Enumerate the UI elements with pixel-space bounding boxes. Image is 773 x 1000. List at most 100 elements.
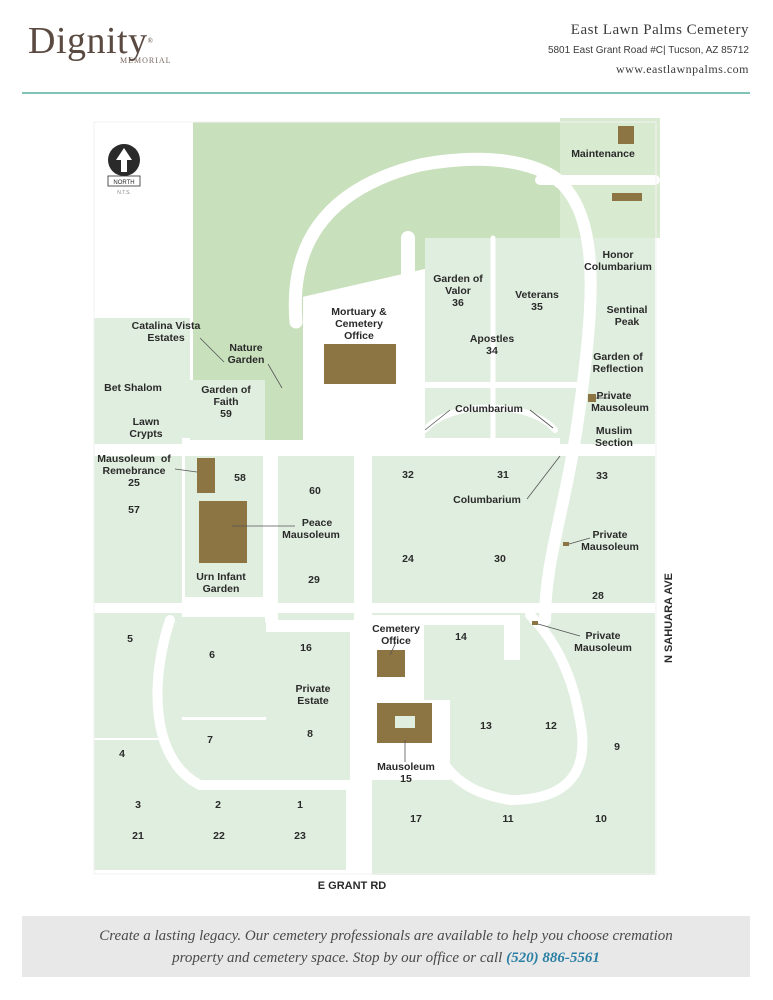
- label-mausoleum15-1[interactable]: Mausoleum: [377, 761, 435, 773]
- label-cem-office-2[interactable]: Office: [381, 635, 411, 647]
- logo-text: Dignity: [28, 20, 148, 62]
- section-labels: Maintenance Honor Columbarium Garden of …: [97, 148, 652, 842]
- road-label-n-sahuara-ave: N SAHUARA AVE: [663, 573, 675, 663]
- label-faith-3[interactable]: 59: [220, 408, 232, 420]
- lawn-sections: [94, 238, 655, 875]
- label-section-4[interactable]: 4: [119, 748, 125, 760]
- leader-columbarium-1: [424, 409, 554, 431]
- label-section-1[interactable]: 1: [297, 799, 303, 811]
- label-section-2[interactable]: 2: [215, 799, 221, 811]
- label-section-10[interactable]: 10: [595, 813, 607, 825]
- label-section-60[interactable]: 60: [309, 485, 321, 497]
- label-section-7[interactable]: 7: [207, 734, 213, 746]
- label-section-13[interactable]: 13: [480, 720, 492, 732]
- label-section-5[interactable]: 5: [127, 633, 133, 645]
- label-catalina-2[interactable]: Estates: [147, 332, 185, 344]
- compass-label: NORTH: [113, 180, 134, 186]
- label-peace-1[interactable]: Peace: [302, 517, 333, 529]
- label-nature-1[interactable]: Nature: [229, 342, 262, 354]
- label-private-maus-3a[interactable]: Private: [585, 630, 620, 642]
- label-section-29[interactable]: 29: [308, 574, 320, 586]
- road-network: [88, 152, 661, 887]
- label-reflection-1[interactable]: Garden of: [593, 351, 643, 363]
- label-private-maus-1b[interactable]: Mausoleum: [591, 402, 649, 414]
- phone-number-link[interactable]: (520) 886-5561: [506, 950, 600, 966]
- label-section-3[interactable]: 3: [135, 799, 141, 811]
- label-mausoleum15-2[interactable]: 15: [400, 773, 412, 785]
- mausoleum-15-inner: [395, 716, 415, 728]
- label-reflection-2[interactable]: Reflection: [593, 363, 644, 375]
- label-valor-2[interactable]: Valor: [445, 285, 471, 297]
- label-section-32[interactable]: 32: [402, 469, 414, 481]
- lawn-16: [266, 632, 350, 722]
- label-section-28[interactable]: 28: [592, 590, 604, 602]
- label-section-58[interactable]: 58: [234, 472, 246, 484]
- label-section-23[interactable]: 23: [294, 830, 306, 842]
- label-maus-remebrance-2[interactable]: Remebrance: [102, 465, 165, 477]
- label-private-maus-3b[interactable]: Mausoleum: [574, 642, 632, 654]
- footer-banner: Create a lasting legacy. Our cemetery pr…: [22, 916, 750, 977]
- label-section-17[interactable]: 17: [410, 813, 422, 825]
- label-faith-1[interactable]: Garden of: [201, 384, 251, 396]
- label-peace-2[interactable]: Mausoleum: [282, 529, 340, 541]
- header-info: East Lawn Palms Cemetery 5801 East Grant…: [548, 22, 749, 77]
- label-private-maus-1a[interactable]: Private: [596, 390, 631, 402]
- label-private-estate-1[interactable]: Private: [295, 683, 330, 695]
- label-section-14[interactable]: 14: [455, 631, 467, 643]
- label-section-22[interactable]: 22: [213, 830, 225, 842]
- label-maus-remebrance-1[interactable]: Mausoleum of: [97, 453, 171, 465]
- label-mortuary-2[interactable]: Cemetery: [335, 318, 383, 330]
- label-bet-shalom[interactable]: Bet Shalom: [104, 382, 162, 394]
- lawn-west-strip: [94, 438, 182, 738]
- road-east-curve: [539, 176, 597, 626]
- label-section-21[interactable]: 21: [132, 830, 144, 842]
- label-catalina-1[interactable]: Catalina Vista: [132, 320, 201, 332]
- label-mortuary-3[interactable]: Office: [344, 330, 374, 342]
- label-apostles-2[interactable]: 34: [486, 345, 498, 357]
- label-cem-office-1[interactable]: Cemetery: [372, 623, 420, 635]
- label-section-12[interactable]: 12: [545, 720, 557, 732]
- road-label-e-grant-rd: E GRANT RD: [318, 880, 387, 892]
- label-columbarium-1[interactable]: Columbarium: [455, 403, 523, 415]
- label-muslim-1[interactable]: Muslim: [596, 425, 632, 437]
- label-section-31[interactable]: 31: [497, 469, 509, 481]
- road-southwest-loop: [152, 615, 355, 790]
- label-apostles-1[interactable]: Apostles: [470, 333, 515, 345]
- label-private-maus-2a[interactable]: Private: [592, 529, 627, 541]
- label-maintenance[interactable]: Maintenance: [571, 148, 635, 160]
- label-honor-columbarium-1[interactable]: Honor: [603, 249, 634, 261]
- label-mortuary-1[interactable]: Mortuary &: [331, 306, 387, 318]
- label-honor-columbarium-2[interactable]: Columbarium: [584, 261, 652, 273]
- label-lawn-2[interactable]: Crypts: [129, 428, 162, 440]
- label-private-estate-2[interactable]: Estate: [297, 695, 329, 707]
- label-lawn-1[interactable]: Lawn: [133, 416, 160, 428]
- label-muslim-2[interactable]: Section: [595, 437, 633, 449]
- mortuary-building: [324, 344, 396, 384]
- label-sentinal-2[interactable]: Peak: [615, 316, 640, 328]
- label-private-maus-2b[interactable]: Mausoleum: [581, 541, 639, 553]
- label-section-9[interactable]: 9: [614, 741, 620, 753]
- label-columbarium-2[interactable]: Columbarium: [453, 494, 521, 506]
- label-section-11[interactable]: 11: [502, 813, 513, 825]
- label-section-8[interactable]: 8: [307, 728, 313, 740]
- label-section-16[interactable]: 16: [300, 642, 312, 654]
- label-valor-3[interactable]: 36: [452, 297, 464, 309]
- label-urn-2[interactable]: Garden: [203, 583, 240, 595]
- north-arrow-icon: [116, 148, 132, 172]
- label-faith-2[interactable]: Faith: [213, 396, 238, 408]
- label-section-30[interactable]: 30: [494, 553, 506, 565]
- label-veterans-2[interactable]: 35: [531, 301, 543, 313]
- dignity-memorial-logo[interactable]: Dignity® MEMORIAL: [28, 20, 171, 65]
- website-link[interactable]: www.eastlawnpalms.com: [615, 62, 749, 76]
- label-veterans-1[interactable]: Veterans: [515, 289, 559, 301]
- label-section-33[interactable]: 33: [596, 470, 608, 482]
- label-sentinal-1[interactable]: Sentinal: [607, 304, 648, 316]
- label-nature-2[interactable]: Garden: [228, 354, 265, 366]
- label-section-6[interactable]: 6: [209, 649, 215, 661]
- label-urn-1[interactable]: Urn Infant: [196, 571, 246, 583]
- label-section-24[interactable]: 24: [402, 553, 414, 565]
- label-section-57[interactable]: 57: [128, 504, 140, 516]
- label-maus-remebrance-3[interactable]: 25: [128, 477, 140, 489]
- label-valor-1[interactable]: Garden of: [433, 273, 483, 285]
- leader-catalina: [199, 337, 225, 363]
